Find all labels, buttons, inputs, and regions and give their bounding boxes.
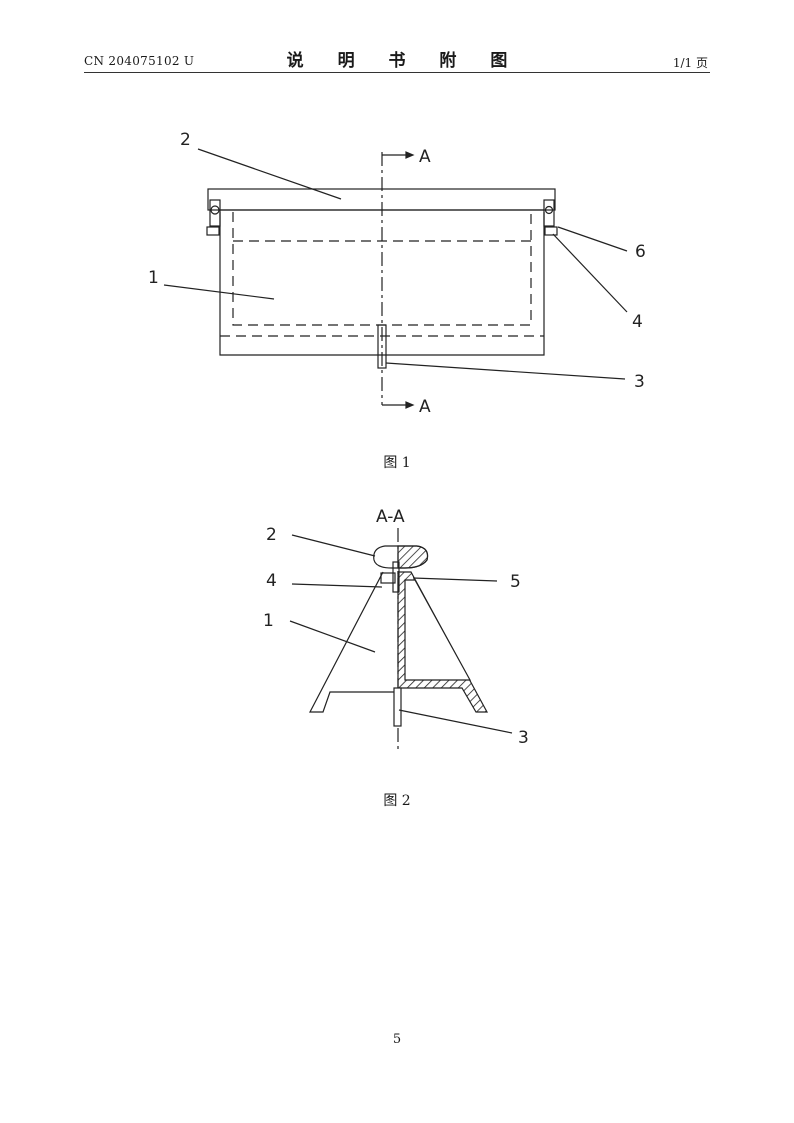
page-number: 5 — [392, 1032, 402, 1047]
fig2-label-4: 4 — [266, 571, 277, 591]
page-title: 说 明 书 附 图 — [286, 51, 522, 71]
fig2-label-2: 2 — [266, 525, 277, 545]
figure-2 — [289, 528, 513, 752]
header-rule — [84, 72, 710, 73]
fig2-label-5: 5 — [510, 572, 521, 592]
left-profile — [309, 571, 398, 713]
clamp-left — [206, 199, 221, 236]
figure-2-caption: 图 2 — [383, 793, 411, 809]
fig1-label-6: 6 — [635, 242, 646, 262]
fig2-section-title: A-A — [376, 507, 405, 527]
page-indicator: 1/1 页 — [672, 56, 708, 70]
figure-1-caption: 图 1 — [383, 455, 411, 471]
fig2-label-1: 1 — [263, 611, 274, 631]
fig1-label-2: 2 — [180, 130, 191, 150]
fig1-label-1: 1 — [148, 268, 159, 288]
fig1-label-3: 3 — [634, 372, 645, 392]
fig1-section-label-bottom: A — [419, 397, 431, 417]
figure-1-labels: 2 1 6 4 3 A A — [148, 130, 646, 417]
figure-2-labels: A-A 2 4 1 5 3 — [263, 507, 529, 748]
figure-1 — [163, 148, 628, 409]
drain-pipe — [377, 324, 387, 369]
fig1-label-4: 4 — [632, 312, 643, 332]
clamp-right — [543, 199, 558, 236]
section-drain-pipe — [393, 687, 402, 727]
patent-number: CN 204075102 U — [84, 54, 195, 68]
fig2-label-3: 3 — [518, 728, 529, 748]
fig1-section-label-top: A — [419, 147, 431, 167]
